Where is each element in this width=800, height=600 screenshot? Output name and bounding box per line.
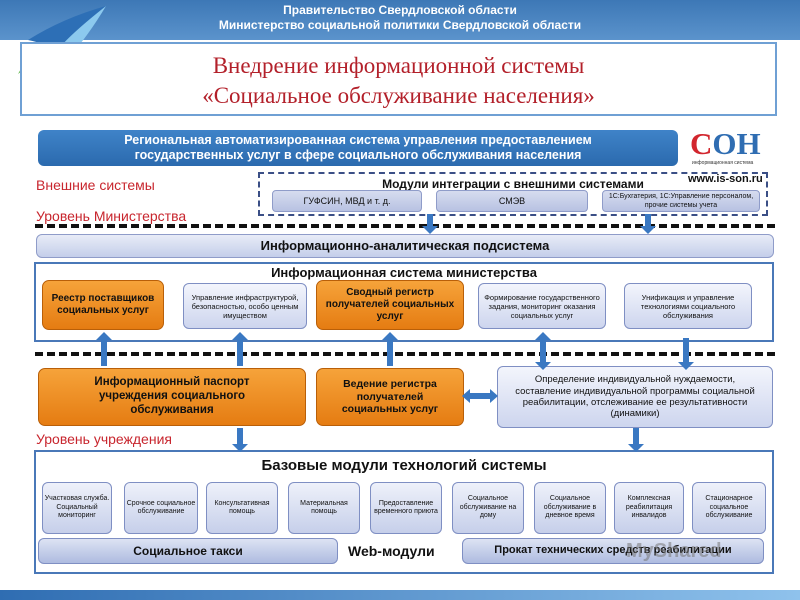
- base-module-material-aid: Материальная помощь: [288, 482, 360, 534]
- title-line-1: Внедрение информационной системы: [212, 53, 585, 78]
- banner-line-2: государственных услуг в сфере социальног…: [134, 148, 582, 162]
- title-box: Внедрение информационной системы «Социал…: [20, 42, 777, 116]
- header-line-2: Министерство социальной политики Свердло…: [218, 18, 582, 32]
- son-logo-subtitle: информационная система: [692, 160, 754, 166]
- watermark: MyShared: [626, 540, 722, 562]
- base-modules-title: Базовые модули технологий системы: [261, 457, 547, 474]
- rehab-equipment-rental-bar: Прокат технических средств реабилитации: [462, 538, 764, 564]
- social-taxi-bar: Социальное такси: [38, 538, 338, 564]
- son-url: www.is-son.ru: [688, 173, 763, 185]
- individual-needs-box: Определение индивидуальной нуждаемости, …: [497, 366, 773, 428]
- external-module-gufsin: ГУФСИН, МВД и т. д.: [272, 190, 422, 212]
- son-logo-text: СОН: [690, 126, 761, 161]
- external-integration-title: Модули интеграции с внешними системами: [382, 177, 644, 191]
- module-infrastructure-management: Управление инфраструктурой, безопасность…: [183, 283, 307, 329]
- analytics-subsystem-bar: Информационно-аналитическая подсистема: [36, 234, 774, 258]
- web-modules-label: Web-модули: [348, 543, 435, 559]
- external-integration-box: Модули интеграции с внешними системами: [258, 172, 768, 216]
- level-institution: Уровень учреждения: [36, 431, 172, 447]
- separator-dashed-middle: [35, 352, 775, 356]
- module-provider-registry: Реестр поставщиков социальных услуг: [42, 280, 164, 330]
- external-module-1c: 1С:Бухгатерия, 1С:Управление персоналом,…: [602, 190, 760, 212]
- ministry-system-title: Информационная система министерства: [271, 265, 537, 280]
- header-line-1: Правительство Свердловской области: [283, 3, 517, 17]
- son-letter: О: [712, 126, 737, 161]
- module-state-assignment: Формирование государственного задания, м…: [478, 283, 606, 329]
- base-module-inpatient: Стационарное социальное обслуживание: [692, 482, 766, 534]
- institution-passport: Информационный паспорт учреждения социал…: [38, 368, 306, 426]
- recipient-registry-maintenance: Ведение регистра получателей социальных …: [316, 368, 464, 426]
- base-module-district-service: Участковая служба. Социальный мониторинг: [42, 482, 112, 534]
- base-module-daytime-service: Социальное обслуживание в дневное время: [534, 482, 606, 534]
- base-module-urgent-service: Срочное социальное обслуживание: [124, 482, 198, 534]
- regional-system-banner: Региональная автоматизированная система …: [38, 130, 678, 166]
- external-module-smev: СМЭВ: [436, 190, 588, 212]
- banner-line-1: Региональная автоматизированная система …: [124, 133, 592, 147]
- level-external: Внешние системы: [36, 177, 155, 193]
- son-logo-letters: СОН: [690, 128, 761, 160]
- base-module-temporary-shelter: Предоставление временного приюта: [370, 482, 442, 534]
- son-letter: С: [690, 126, 713, 161]
- module-recipient-register: Сводный регистр получателей социальных у…: [316, 280, 464, 330]
- title-line-2: «Социальное обслуживание населения»: [202, 83, 595, 108]
- son-logo: СОН информационная система: [690, 128, 782, 172]
- son-letter: Н: [736, 126, 761, 161]
- base-module-rehabilitation: Комплексная реабилитация инвалидов: [614, 482, 684, 534]
- header-bar: Правительство Свердловской области Минис…: [0, 0, 800, 40]
- bottom-gradient-bar: [0, 590, 800, 600]
- level-ministry: Уровень Министерства: [36, 208, 187, 224]
- separator-dashed-top: [35, 224, 775, 228]
- module-technology-unification: Унификация и управление технологиями соц…: [624, 283, 752, 329]
- base-module-consulting: Консультативная помощь: [206, 482, 278, 534]
- base-module-home-service: Социальное обслуживание на дому: [452, 482, 524, 534]
